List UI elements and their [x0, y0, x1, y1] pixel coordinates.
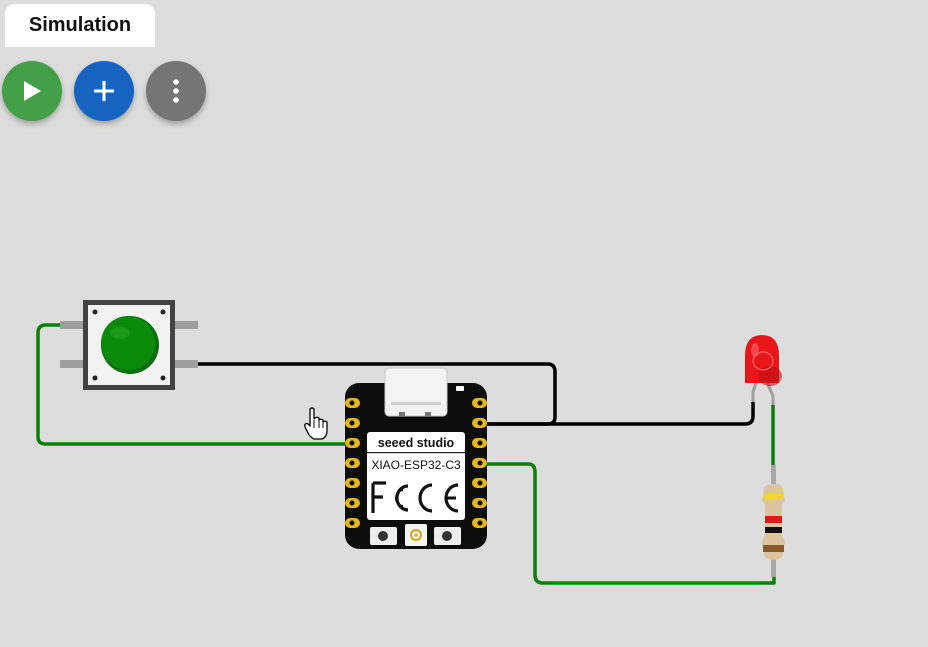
board-model: XIAO-ESP32-C3 — [371, 458, 461, 472]
resistor-lead — [771, 555, 776, 577]
resistor-lead — [771, 465, 776, 485]
status-led — [456, 386, 464, 391]
fcc-mark-icon — [371, 481, 409, 513]
play-icon — [24, 81, 41, 101]
start-simulation-button[interactable] — [2, 61, 62, 121]
button-leg — [174, 360, 198, 368]
add-part-button[interactable] — [74, 61, 134, 121]
more-options-button[interactable] — [146, 61, 206, 121]
board-brand: seeed studio — [378, 436, 455, 450]
button-leg — [174, 321, 198, 329]
plus-icon — [94, 81, 114, 101]
led-leg — [751, 379, 759, 402]
button-leg — [60, 321, 84, 329]
resistor[interactable] — [762, 465, 785, 577]
hand-pointer-cursor-icon — [304, 407, 328, 440]
resistor-band-brown — [763, 545, 784, 552]
board-label-area — [367, 432, 465, 520]
wire-black-board-to-led[interactable] — [480, 402, 755, 426]
more-vertical-icon — [173, 79, 179, 103]
button-leg — [60, 360, 84, 368]
wire-green-button-to-board[interactable] — [36, 323, 355, 446]
resistor-band-black — [765, 527, 782, 533]
wire-green-board-to-resistor[interactable] — [478, 462, 776, 585]
tab-simulation[interactable]: Simulation — [5, 4, 155, 47]
resistor-band-yellow — [763, 494, 784, 500]
red-led[interactable] — [745, 335, 782, 405]
right-pin-header — [472, 398, 487, 528]
led-leg — [765, 381, 775, 405]
pushbutton[interactable] — [60, 300, 198, 390]
button-cap[interactable] — [101, 316, 155, 370]
ce-mark-icon — [418, 483, 459, 513]
left-pin-header — [345, 398, 360, 528]
xiao-esp32c3-board[interactable]: seeed studio XIAO-ESP32-C3 — [345, 367, 487, 549]
usb-c-connector — [384, 367, 448, 417]
resistor-band-red — [765, 516, 782, 523]
